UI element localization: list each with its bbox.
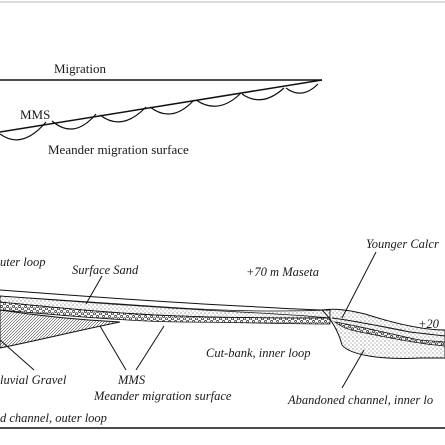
plus-20-label: +20 bbox=[418, 317, 440, 331]
inner-loop-layer bbox=[331, 317, 445, 337]
upper-thin-layer-1 bbox=[0, 289, 331, 311]
mms-wedge bbox=[0, 309, 121, 349]
mms-label-lower: MMS bbox=[117, 373, 146, 387]
surface-sand-label: Surface Sand bbox=[72, 263, 139, 277]
upper-panel: Migration MMS Meander migration surface bbox=[0, 61, 323, 157]
abandoned-inner-label: Abandoned channel, inner lo bbox=[287, 393, 433, 407]
fluvial-gravel-label: luvial Gravel bbox=[0, 373, 67, 387]
abandoned-inner-leader bbox=[341, 349, 365, 389]
mms-line bbox=[0, 79, 323, 133]
surface-sand-leader bbox=[85, 275, 103, 305]
mms-leader-2 bbox=[135, 325, 165, 371]
younger-calcrete-leader bbox=[341, 251, 377, 319]
meander-migration-surface-label-upper: Meander migration surface bbox=[48, 142, 189, 157]
abandoned-outer-label: d channel, outer loop bbox=[0, 411, 107, 425]
outer-loop-label: uter loop bbox=[0, 255, 45, 269]
younger-calcrete-label: Younger Calcr bbox=[366, 237, 439, 251]
mms-leader-1 bbox=[99, 325, 127, 371]
migration-label: Migration bbox=[54, 61, 106, 76]
meander-scallops bbox=[0, 83, 319, 141]
gravel-layer bbox=[0, 301, 331, 325]
maseta-label: +70 m Maseta bbox=[246, 265, 319, 279]
meander-migration-surface-label-lower: Meander migration surface bbox=[93, 389, 232, 403]
cut-bank-label: Cut-bank, inner loop bbox=[206, 346, 311, 360]
mms-label-upper: MMS bbox=[20, 107, 50, 122]
lower-panel: uter loop Surface Sand +70 m Maseta Youn… bbox=[0, 237, 445, 429]
inner-loop-gravel bbox=[333, 321, 445, 347]
fluvial-gravel-leader bbox=[0, 339, 35, 371]
upper-thin-layer-2 bbox=[0, 295, 331, 319]
